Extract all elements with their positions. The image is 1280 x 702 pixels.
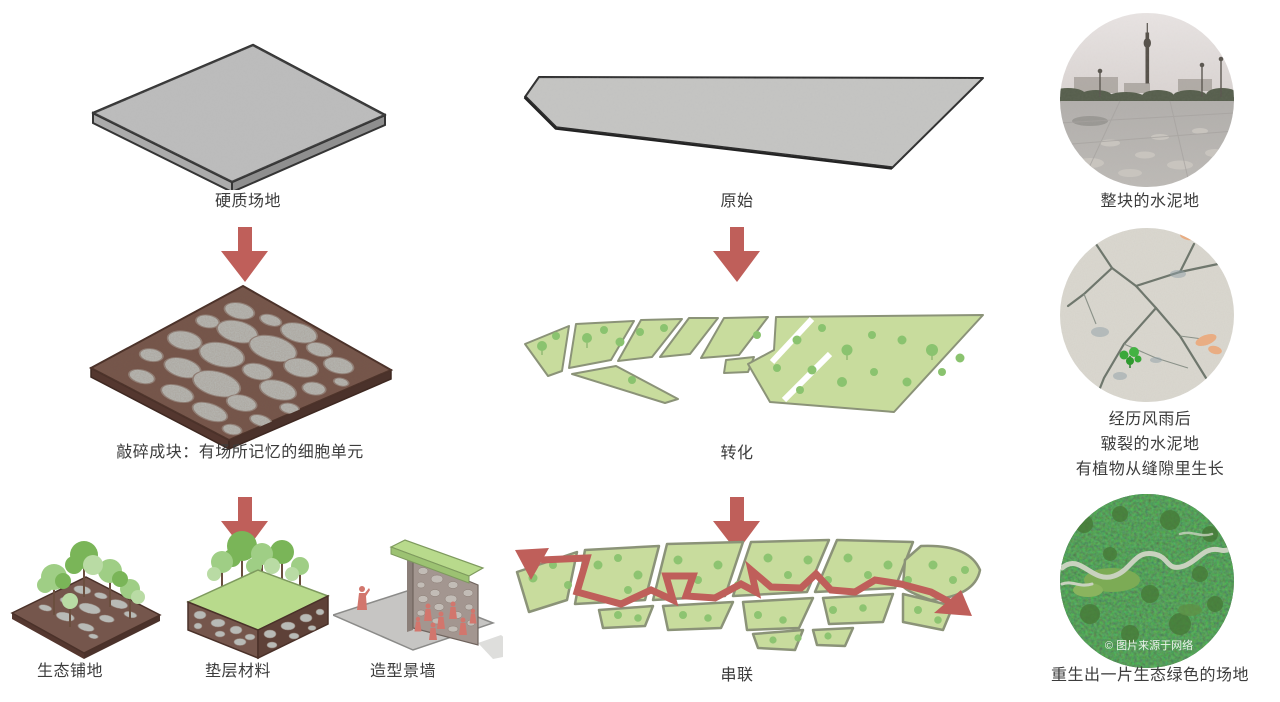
label-broken-cells: 敲碎成块：有场所记忆的细胞单元 <box>116 444 364 461</box>
eco-paving-illustration <box>10 541 162 659</box>
photo-concrete-plaza <box>1060 13 1234 187</box>
down-arrow-icon <box>713 497 760 552</box>
sprout-plant <box>1119 347 1142 368</box>
caption-cracked-concrete: 经历风雨后 皲裂的水泥地 有植物从缝隙里生长 <box>1025 407 1275 482</box>
photo-grain <box>1060 13 1234 187</box>
soil-edge <box>84 615 160 659</box>
wall-stones <box>416 567 476 633</box>
label-eco-paving: 生态铺地 <box>36 663 103 680</box>
concrete-texture <box>93 45 385 182</box>
people-figures <box>357 586 477 640</box>
moss-patches <box>1091 270 1186 380</box>
trees <box>37 541 145 627</box>
wall-side <box>407 558 413 632</box>
green-fragments <box>524 314 984 413</box>
photo-watermark: © 图片来源于网络 <box>1105 638 1193 652</box>
caption-line: 经历风雨后 <box>1108 411 1192 428</box>
path-cuts <box>769 316 833 403</box>
caption-line: 有植物从缝隙里生长 <box>1075 461 1225 478</box>
stones <box>193 608 325 649</box>
landscape-wall-illustration <box>333 539 503 659</box>
label-cushion-material: 垫层材料 <box>204 663 271 680</box>
concrete-texture <box>525 77 983 168</box>
trees <box>537 324 965 394</box>
transformation-plan <box>524 314 984 413</box>
photo-cracked-concrete <box>1060 228 1234 402</box>
down-arrow-icon <box>221 227 268 282</box>
label-landscape-wall: 造型景墙 <box>369 663 436 680</box>
cushion-material-illustration <box>186 531 330 660</box>
route-arrow <box>515 548 972 616</box>
soil-edge <box>12 613 84 659</box>
label-transformation: 转化 <box>720 445 754 462</box>
linked-plan <box>515 538 982 652</box>
hard-surface-slab-illustration <box>91 43 387 190</box>
wall-shadow <box>478 635 503 659</box>
label-linked: 串联 <box>720 667 754 684</box>
original-site-plan <box>523 76 984 170</box>
down-arrow-icon <box>713 227 760 282</box>
concrete-speckle <box>1060 228 1234 402</box>
label-original: 原始 <box>720 193 754 210</box>
caption-line: 皲裂的水泥地 <box>1100 436 1200 453</box>
broken-cells-slab-illustration <box>88 284 394 450</box>
wall-green-cap-edge <box>390 546 470 584</box>
photo-green-forest: © 图片来源于网络 <box>1060 494 1234 668</box>
down-arrow-icon <box>221 497 268 552</box>
caption-concrete-plaza: 整块的水泥地 <box>1100 193 1200 210</box>
river <box>1060 531 1234 587</box>
stone-cells <box>91 286 391 440</box>
caption-green-forest: 重生出一片生态绿色的场地 <box>1050 667 1249 684</box>
label-hard-surface: 硬质场地 <box>214 193 281 210</box>
